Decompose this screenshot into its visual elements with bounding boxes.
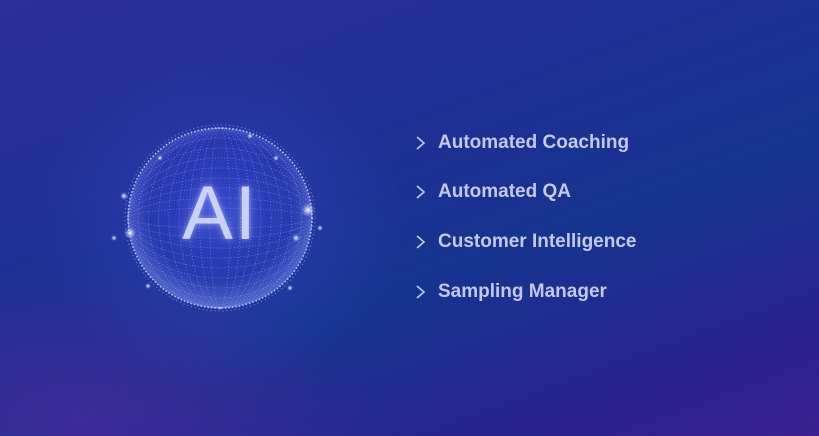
sphere-longitude-line [137, 127, 303, 309]
sparkle-icon [120, 192, 128, 200]
sphere-longitude-line [188, 127, 252, 309]
sparkle-icon [292, 234, 300, 242]
sparkle-icon [157, 155, 163, 161]
sphere-longitude-line [209, 127, 231, 309]
sparkle-icon [218, 306, 222, 310]
sparkle-icon [317, 225, 323, 231]
sparkle-icon [273, 155, 279, 161]
sphere-longitude-line [168, 127, 272, 309]
ai-sphere: AI [100, 118, 340, 318]
feature-item-automated-coaching: Automated Coaching [330, 130, 629, 156]
sparkle-icon [124, 227, 136, 239]
sparkle-icon [111, 235, 117, 241]
sparkle-icon [145, 283, 151, 289]
feature-item-automated-qa: Automated QA [342, 179, 571, 205]
feature-item-sampling-manager: Sampling Manager [360, 279, 607, 305]
feature-list: Automated Coaching Automated QA [320, 120, 720, 320]
wireframe-sphere-icon [111, 124, 323, 312]
arrow-right-icon [330, 136, 426, 150]
feature-label: Automated QA [438, 181, 571, 202]
feature-label: Customer Intelligence [438, 231, 637, 252]
feature-item-customer-intelligence: Customer Intelligence [342, 229, 637, 255]
sparkle-icon [247, 133, 253, 139]
arrow-right-icon [342, 235, 426, 249]
feature-label: Automated Coaching [438, 132, 630, 153]
arrow-right-icon [342, 185, 426, 199]
sparkle-icon [301, 203, 315, 217]
ai-title: AI [182, 171, 258, 256]
feature-label: Sampling Manager [438, 281, 607, 302]
sparkle-icon [287, 285, 293, 291]
sphere-longitude-line [199, 127, 241, 309]
arrow-right-icon [360, 285, 426, 299]
